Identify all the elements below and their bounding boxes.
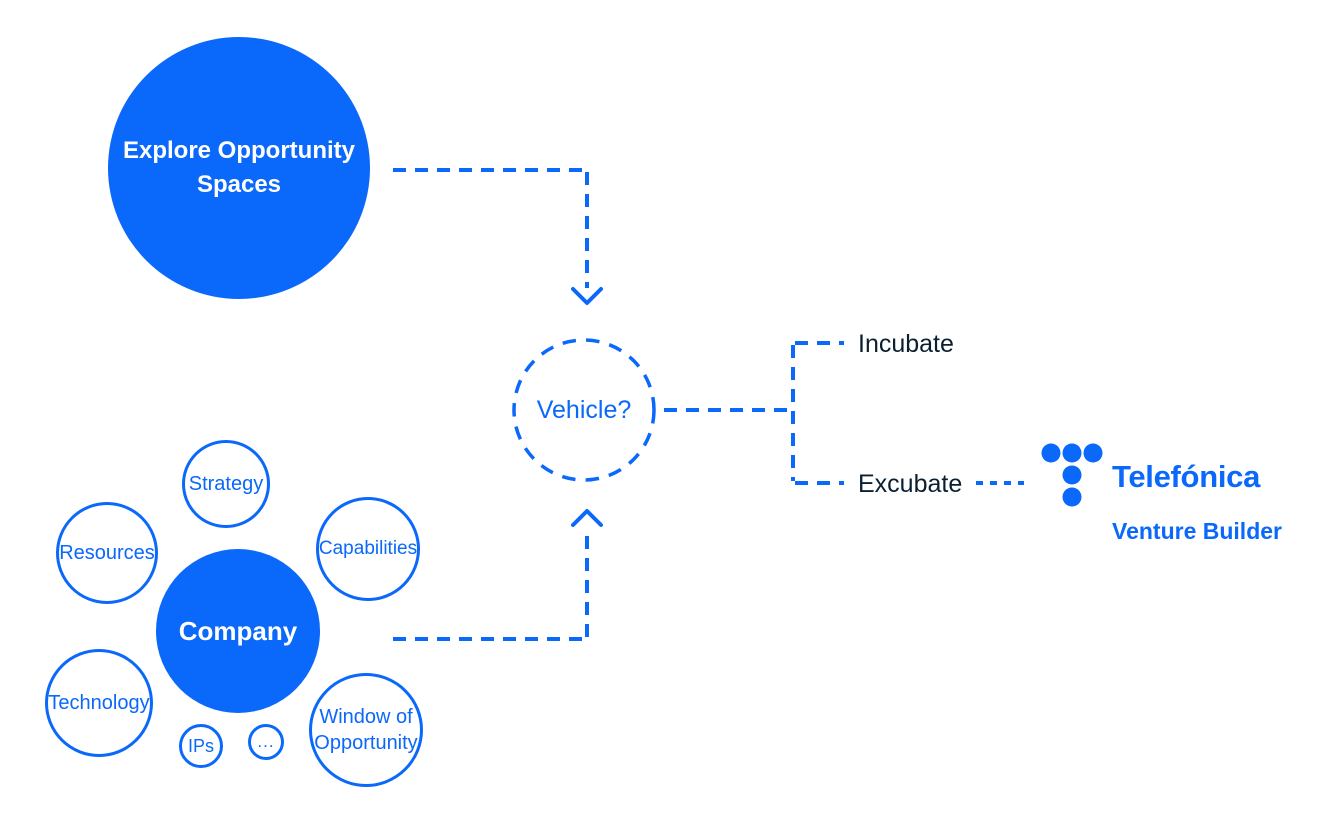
telefonica-logo-icon [1041, 443, 1103, 507]
satellite-label: Strategy [188, 472, 264, 495]
satellite-label: Window of Opportunity [314, 706, 418, 754]
brand-name: Telefónica [1112, 459, 1261, 494]
company-circle: Company [156, 549, 320, 713]
company-label: Company [178, 615, 298, 646]
satellite-circle-strategy: Strategy [182, 440, 270, 528]
arrowhead-down-icon [571, 287, 603, 305]
satellite-circle-ips: IPs [179, 724, 223, 768]
satellite-circle-window-of-opportunity: Window of Opportunity [309, 673, 423, 787]
satellite-circle-resources: Resources [56, 502, 158, 604]
satellite-label: Technology [48, 691, 150, 714]
satellite-circle-capabilities: Capabilities [316, 497, 420, 601]
excubate-label: Excubate [858, 470, 963, 498]
satellite-circle-more: ... [248, 724, 284, 760]
brand-tagline: Venture Builder [1112, 518, 1282, 544]
satellite-label: Resources [59, 541, 155, 564]
satellite-label: Capabilities [318, 538, 418, 559]
explore-opportunity-label: Explore Opportunity Spaces [122, 137, 355, 198]
satellite-circle-technology: Technology [45, 649, 153, 757]
vehicle-circle: Vehicle? [514, 340, 654, 480]
vehicle-label: Vehicle? [536, 395, 632, 424]
ellipsis-label: ... [257, 732, 275, 751]
incubate-label: Incubate [858, 330, 954, 358]
explore-opportunity-circle: Explore Opportunity Spaces [108, 37, 370, 299]
satellite-label: IPs [187, 735, 214, 756]
arrowhead-up-icon [571, 509, 603, 527]
